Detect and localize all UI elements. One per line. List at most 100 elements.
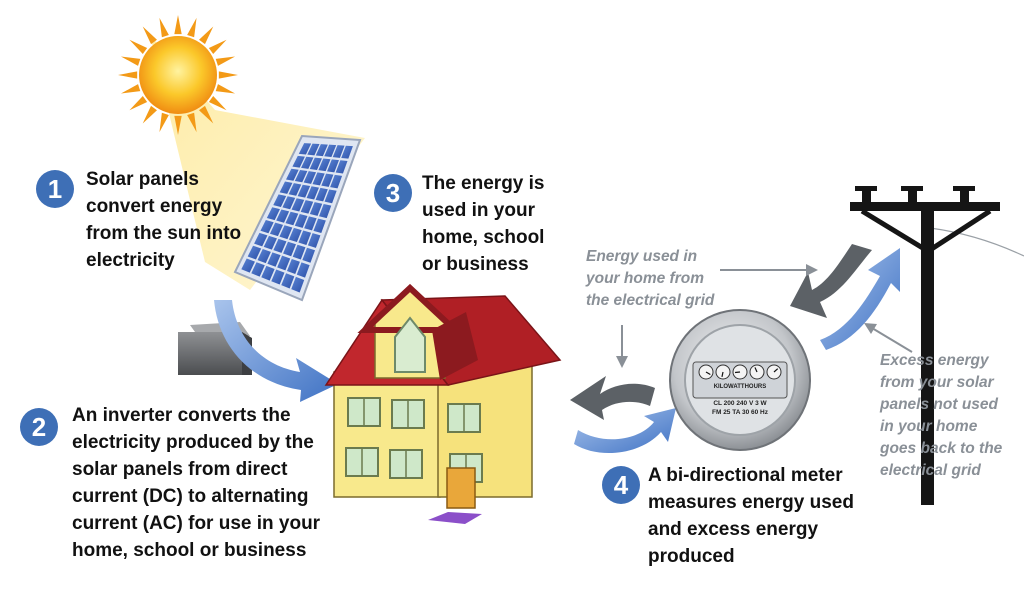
sun-ray [215,84,236,94]
meter-dial-needle [734,371,741,374]
panel-cell [269,222,284,237]
sun-ray [118,71,138,79]
panel-cell [306,186,319,200]
panel-cell [318,158,331,172]
panel-cell [273,238,287,253]
panel-cell [257,249,271,264]
meter-icon [669,309,811,451]
panel-cell [341,145,353,159]
panel-cell [309,202,323,216]
meter-dial-needle [705,371,711,376]
panel-cell [294,214,308,228]
panel-cell [276,209,290,223]
meter-title: KILOWATTHOURS [713,384,767,390]
panel-cell [302,247,316,263]
sun-ray [208,96,227,111]
panel-cell [291,198,305,212]
step-1-badge: 1 [36,170,74,208]
step-3-badge: 3 [374,174,412,212]
panel-cell [307,233,321,248]
sun-ray [218,71,238,79]
panel-cell [296,262,310,278]
panel-cell [298,143,312,155]
panel-cell [261,265,275,281]
panel-cell [277,255,291,271]
sun-ray [187,17,197,38]
panel-cell [241,258,255,273]
panel-cell [307,143,320,156]
panel-cell [330,174,343,189]
panel-cell [292,155,305,168]
meter-to-house-arrow [570,376,655,420]
panel-cell [251,262,265,277]
grid-in-note: Energy used in your home from the electr… [586,248,715,309]
sun-ray [129,96,148,111]
grid-to-meter-arrow [790,244,872,318]
panel-cell [283,241,296,257]
panel-cell [271,269,285,285]
panel-cell [324,144,337,157]
meter-spec-line-1: CL 200 240 V 3 W [713,400,767,407]
step-2-text: An inverter converts the electricity pro… [72,405,321,561]
step-1-text: Solar panels convert energy from the sun… [86,169,242,271]
sun-ray [208,39,227,54]
panel-cell [288,183,302,196]
sun-ray [199,26,214,45]
meter-dial-needle [721,371,724,378]
panel-cell [281,273,295,289]
panel-cell [267,252,281,267]
meter-dial-needle [773,368,779,373]
sun-ray [215,56,236,66]
house-to-meter-arrow [574,408,676,454]
utility-pole-icon [850,186,1024,505]
sun-ray [120,84,141,94]
grid-out-note: Excess energy from your solar panels not… [880,352,1003,479]
step-3-text: The energy is used in your home, school … [422,173,545,275]
panel-cell [313,218,326,234]
panel-cell [324,189,337,204]
panel-cell [285,211,299,226]
panel-cell [282,196,296,210]
sun-ray [187,112,197,133]
panel-cell [279,181,293,194]
sun-ray [174,15,182,35]
panel-to-house-arrow [214,300,338,402]
panel-cell [291,276,305,293]
panel-cell [297,184,311,198]
house-icon [324,283,562,524]
panel-cell [260,220,274,234]
panel-cell [327,159,339,173]
solar-panel-icon [233,134,362,302]
sun-ray [199,105,214,124]
panel-cell [315,144,328,157]
panel-cell [288,227,302,243]
panel-cell [301,156,314,169]
panel-cell [300,200,314,214]
panel-cell [263,235,277,250]
sun-icon [118,15,238,135]
panel-cell [266,207,280,221]
panel-cell [315,187,328,202]
meter-spec-line-2: FM 25 TA 30 60 Hz [712,409,768,416]
panel-cell [298,230,312,245]
sun-ray [129,39,148,54]
panel-cell [321,173,334,187]
panel-cell [286,168,299,181]
sun-ray [159,112,169,133]
sun-ray [120,56,141,66]
panel-cell [332,145,345,158]
panel-cell [247,245,262,260]
step-4-text: A bi-directional meter measures energy u… [648,465,854,567]
panel-cell [286,259,300,274]
panel-cell [319,204,332,219]
step-4-badge: 4 [602,466,640,504]
step-2-badge: 2 [20,408,58,446]
panel-cell [254,232,268,247]
panel-cell [294,169,308,183]
panel-cell [309,157,322,170]
sun-ray [174,115,182,135]
panel-cell [273,194,287,208]
panel-cell [312,172,325,186]
sun-ray [142,105,157,124]
